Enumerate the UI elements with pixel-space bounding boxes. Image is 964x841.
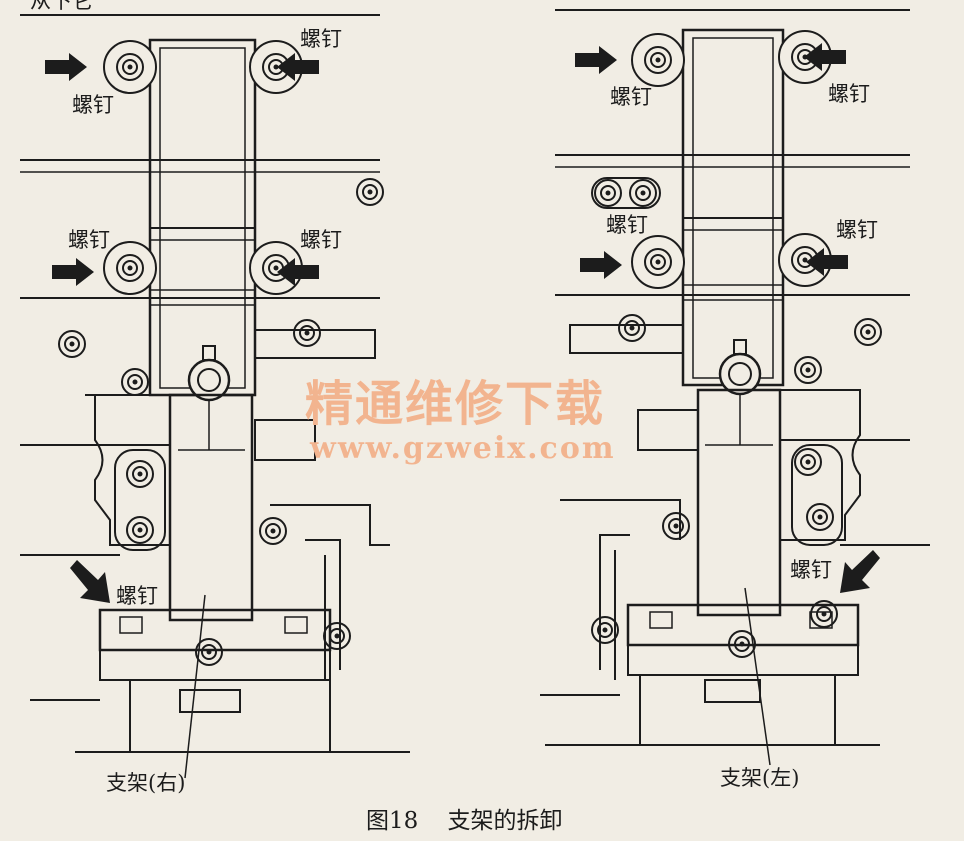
screw-label: 螺钉 <box>72 93 114 117</box>
arrow-icon <box>840 550 880 593</box>
screw-label: 螺钉 <box>836 218 878 242</box>
screw-label: 螺钉 <box>116 584 158 608</box>
arrow-icon <box>52 258 94 286</box>
screw-label: 螺钉 <box>300 228 342 252</box>
screw-label: 螺钉 <box>68 228 110 252</box>
screw-icon <box>58 330 86 358</box>
arrow-icon <box>45 53 87 81</box>
screw-icon <box>662 512 690 540</box>
watermark-url: www.gzweix.com <box>309 431 616 466</box>
arrow-icon <box>575 46 617 74</box>
screw-icon <box>854 318 882 346</box>
screw-icon <box>594 179 622 207</box>
screw-label: 螺钉 <box>828 82 870 106</box>
watermark-title: 精通维修下载 <box>305 376 605 432</box>
figure-caption: 图18 支架的拆卸 <box>366 808 563 834</box>
arrow-icon <box>70 560 110 603</box>
screw-label: 螺钉 <box>300 27 342 51</box>
screw-label: 螺钉 <box>606 213 648 237</box>
screw-icon <box>794 356 822 384</box>
screw-icon <box>618 314 646 342</box>
left-bracket-panel: 螺钉 螺钉 螺钉 螺钉 螺钉 支架(左) <box>540 9 930 790</box>
screw-label: 螺钉 <box>610 85 652 109</box>
arrow-icon <box>580 251 622 279</box>
bracket-right-label: 支架(右) <box>106 771 185 795</box>
screw-icon <box>629 179 657 207</box>
bracket-left-label: 支架(左) <box>720 766 799 790</box>
screw-icon <box>806 503 834 531</box>
screw-icon <box>293 319 321 347</box>
screw-icon <box>126 516 154 544</box>
right-bracket-panel: 螺钉 螺钉 螺钉 螺钉 螺钉 支架(右) <box>20 14 410 795</box>
screw-icon <box>794 448 822 476</box>
screw-icon <box>259 517 287 545</box>
screw-icon <box>121 368 149 396</box>
top-fragment-text: 从下它 <box>30 0 93 13</box>
screw-icon <box>356 178 384 206</box>
screw-label: 螺钉 <box>790 558 832 582</box>
screw-icon <box>126 460 154 488</box>
screw-icon <box>323 622 351 650</box>
